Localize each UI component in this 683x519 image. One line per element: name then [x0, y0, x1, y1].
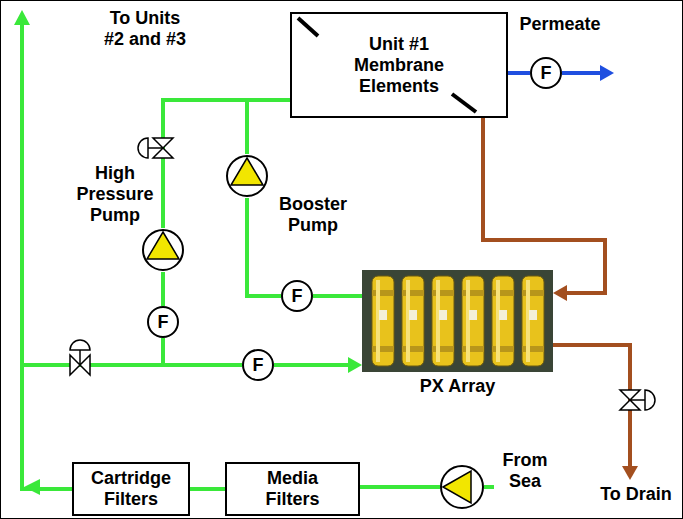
pump-symbol — [141, 228, 185, 272]
flow-label: To Units #2 and #3 — [99, 8, 191, 50]
to-units-line — [14, 10, 40, 495]
pipe-line — [190, 487, 225, 491]
filter-box: Media Filters — [225, 462, 360, 516]
pipe-connector — [247, 100, 290, 154]
node-text: Booster Pump — [273, 194, 353, 236]
membrane-unit-box: Unit #1 Membrane Elements — [290, 12, 508, 118]
pipe-connector — [508, 73, 530, 74]
flow-label: From Sea — [498, 450, 552, 492]
node-text: F — [541, 64, 552, 82]
node-text: Media Filters — [245, 468, 340, 510]
arrow-head — [553, 285, 567, 301]
pipe-connector — [190, 489, 225, 490]
pipe-line — [247, 198, 281, 296]
px-array: PX Array — [362, 270, 553, 372]
pipe-line — [247, 100, 290, 154]
pump-symbol — [225, 154, 269, 198]
node-text: F — [253, 356, 264, 374]
pipe-line — [22, 338, 163, 489]
pipe-line — [274, 363, 352, 367]
high-pressure-pump: High Pressure Pump — [141, 228, 185, 272]
pipe-connector — [247, 198, 281, 296]
flow-label: To Drain — [593, 484, 679, 505]
arrow-head — [348, 357, 362, 373]
pipe-line — [313, 294, 362, 298]
pipe-line — [508, 71, 530, 75]
node-text: Cartridge Filters — [84, 468, 179, 510]
control-valve — [138, 138, 173, 158]
pipe-connector — [274, 357, 362, 373]
flow-meter: F — [530, 57, 562, 89]
node-text: High Pressure Pump — [68, 163, 162, 226]
pipe-line — [483, 118, 605, 293]
pipe-connector — [163, 272, 164, 306]
node-text: PX Array — [362, 376, 553, 397]
permeate-outlet — [562, 65, 614, 81]
flow-meter: F — [281, 280, 313, 312]
flow-label: Permeate — [515, 14, 605, 35]
flow-meter: F — [147, 306, 179, 338]
pipe-line — [161, 272, 165, 306]
px-array-picture — [362, 270, 553, 372]
pipe-connector — [313, 296, 362, 297]
control-valve — [620, 390, 655, 410]
filter-box: Cartridge Filters — [72, 462, 190, 516]
flow-meter: F — [242, 349, 274, 381]
pipe-connector — [22, 338, 163, 489]
control-valve — [70, 340, 90, 375]
booster-pump: Booster Pump — [225, 154, 269, 198]
seawater-intake — [360, 466, 494, 508]
node-text: F — [158, 313, 169, 331]
drain-line — [553, 345, 638, 480]
pipe-connector — [163, 100, 290, 228]
node-text: Unit #1 Membrane Elements — [344, 34, 454, 97]
membrane-corner-marks — [298, 18, 476, 112]
pipe-line — [163, 100, 290, 228]
node-text: F — [292, 287, 303, 305]
